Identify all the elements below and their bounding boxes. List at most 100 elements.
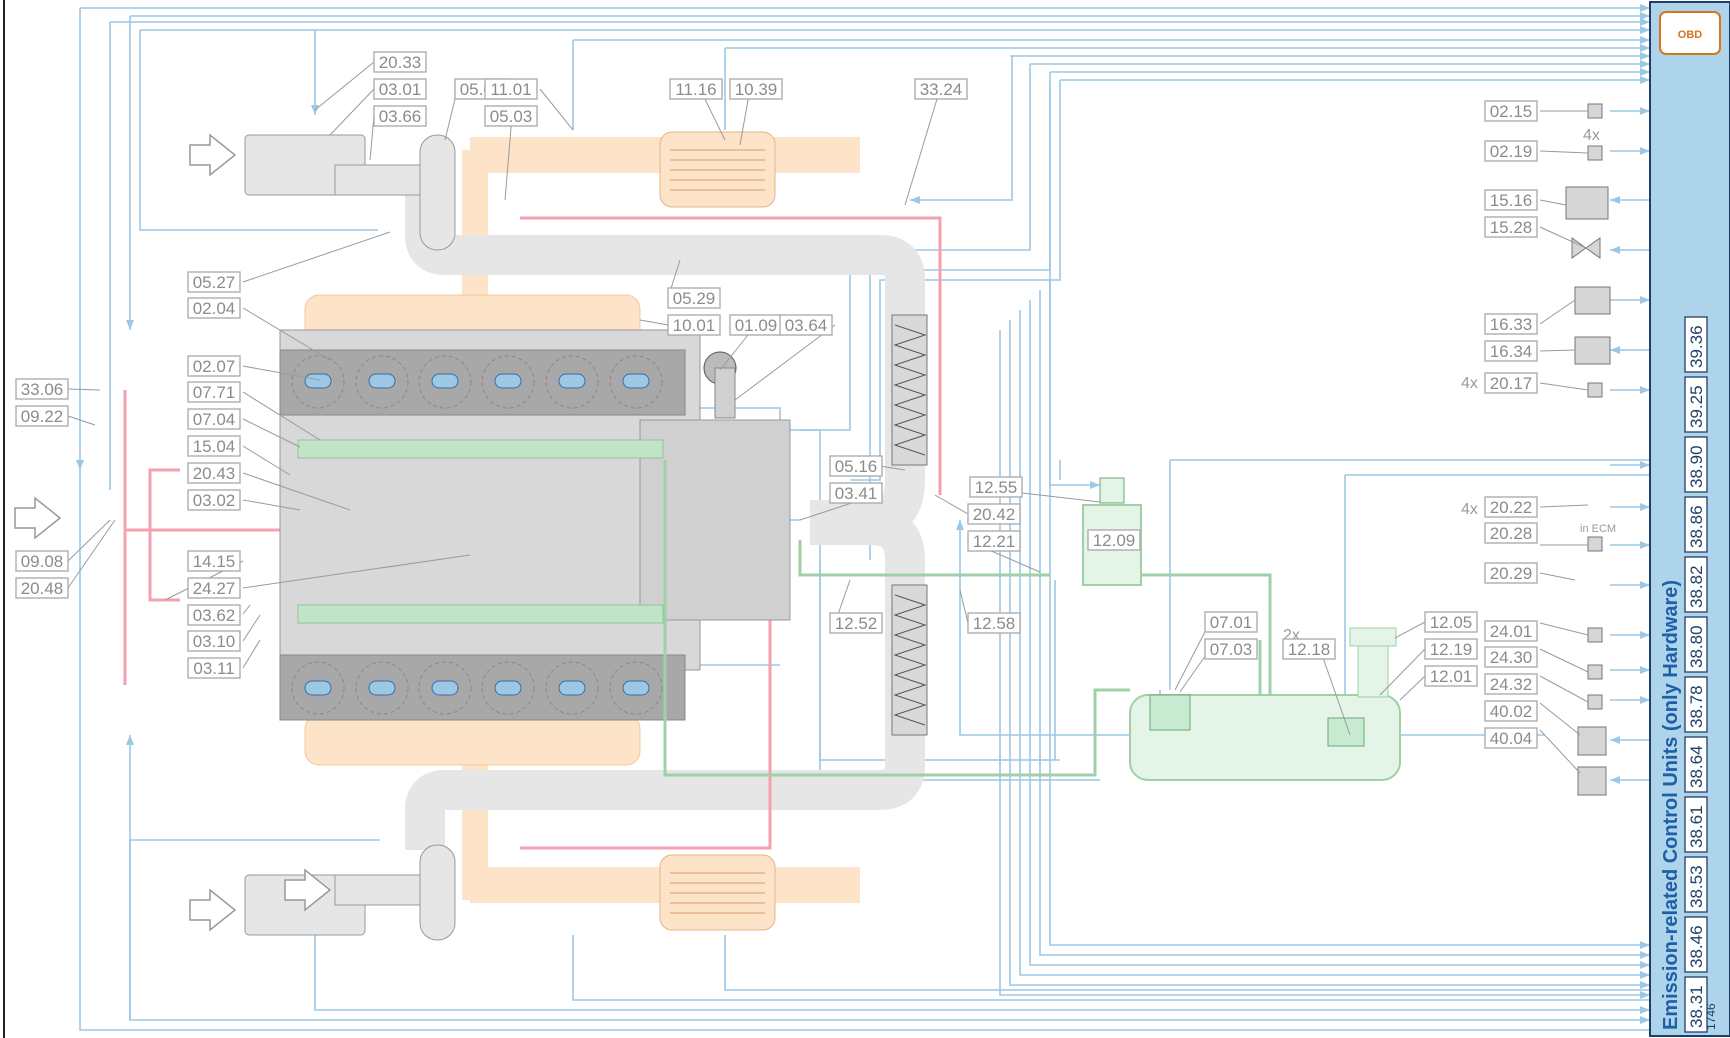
component-label: 03.62 (187, 604, 241, 626)
component-label: 03.02 (187, 489, 241, 511)
component-label: 05.29 (667, 287, 721, 309)
component-code: 15.28 (1490, 218, 1533, 237)
signal-arrowheads (76, 4, 1650, 1024)
component-code: 40.04 (1490, 729, 1533, 748)
component-code: 11.01 (490, 80, 531, 99)
component-label: 11.01 (484, 78, 538, 100)
component-code: 03.64 (785, 316, 828, 335)
component-label: 14.15 (187, 550, 241, 572)
component-code: 14.15 (193, 552, 236, 571)
ecu-code-box: 38.80 (1684, 616, 1708, 673)
component-code: 12.58 (973, 614, 1016, 633)
component-label: 20.28 (1484, 522, 1538, 544)
component-label: 40.04 (1484, 727, 1538, 749)
component-code: 12.52 (835, 614, 878, 633)
component-label: 12.52 (829, 612, 883, 634)
qty-note-4x: 4x (1583, 127, 1600, 144)
ecu-code-box: 38.31 (1684, 976, 1708, 1033)
component-label: 03.66 (373, 105, 427, 127)
ecu-code-box: 38.86 (1684, 496, 1708, 553)
component-code: 03.10 (193, 632, 236, 651)
component-label: 15.16 (1484, 189, 1538, 211)
ecu-code: 39.36 (1687, 325, 1706, 368)
component-code: 24.32 (1490, 675, 1533, 694)
component-label: 12.55 (969, 476, 1023, 498)
component-code: 02.04 (193, 299, 236, 318)
component-code: 10.39 (735, 80, 778, 99)
component-label: 03.11 (187, 657, 241, 679)
ecu-code-box: 38.53 (1684, 856, 1708, 913)
component-code: 07.04 (193, 410, 236, 429)
component-code: 20.42 (973, 505, 1016, 524)
ecu-code-box: 39.25 (1684, 376, 1708, 433)
component-code: 15.04 (193, 437, 236, 456)
component-code: 33.06 (21, 380, 64, 399)
component-code: 07.01 (1210, 613, 1253, 632)
component-label: 03.01 (373, 78, 427, 100)
ecu-panel: OBD Emission-related Control Units (only… (1649, 1, 1730, 1037)
component-code: 02.19 (1490, 142, 1533, 161)
component-label: 07.71 (187, 381, 241, 403)
right-sensor-icons (1565, 103, 1611, 796)
component-label: 40.02 (1484, 700, 1538, 722)
component-code: 20.43 (193, 464, 236, 483)
component-label: 03.10 (187, 630, 241, 652)
component-code: 20.48 (21, 579, 64, 598)
component-code: 16.34 (1490, 342, 1533, 361)
component-code: 12.05 (1430, 613, 1473, 632)
component-label: 02.04 (187, 297, 241, 319)
ecu-code: 38.46 (1687, 925, 1706, 968)
component-code: 07.71 (193, 383, 236, 402)
ecu-code: 38.80 (1687, 625, 1706, 668)
component-label: 10.39 (729, 78, 783, 100)
ecu-code-box: 39.36 (1684, 316, 1708, 373)
component-code: 02.07 (193, 357, 236, 376)
ecu-code: 38.64 (1687, 745, 1706, 788)
component-code: 10.01 (673, 316, 716, 335)
document-id: 1746 (1704, 1003, 1718, 1030)
component-label: 05.03 (484, 105, 538, 127)
component-label: 15.04 (187, 435, 241, 457)
component-code: 12.21 (973, 532, 1016, 551)
component-code: 03.66 (379, 107, 422, 126)
ecu-code-box: 38.61 (1684, 796, 1708, 853)
component-code: 15.16 (1490, 191, 1533, 210)
component-code: 09.08 (21, 552, 64, 571)
component-code: 12.18 (1288, 640, 1331, 659)
ecu-code-box: 38.82 (1684, 556, 1708, 613)
component-code: 20.22 (1490, 498, 1533, 517)
in-ecm-note: in ECM (1580, 523, 1616, 535)
component-code: 20.17 (1490, 374, 1533, 393)
component-label: 16.33 (1484, 313, 1538, 335)
component-label: 20.42 (967, 503, 1021, 525)
ecu-code-list: 38.3138.4638.5338.6138.6438.7838.8038.82… (1684, 316, 1708, 1033)
component-label: 12.58 (967, 612, 1021, 634)
component-label: 20.33 (373, 51, 427, 73)
component-code: 16.33 (1490, 315, 1533, 334)
ecu-code: 38.86 (1687, 505, 1706, 548)
component-label: 20.48 (15, 577, 69, 599)
radiators (891, 314, 928, 736)
ecu-code-box: 38.46 (1684, 916, 1708, 973)
component-label: 15.28 (1484, 216, 1538, 238)
component-label: 05.16 (829, 455, 883, 477)
component-label: 12.05 (1424, 611, 1478, 633)
component-label: 11.16 (669, 78, 723, 100)
component-code: 20.29 (1490, 564, 1533, 583)
ecu-code-box: 38.90 (1684, 436, 1708, 493)
component-code: 03.01 (379, 80, 422, 99)
component-label: 01.09 (729, 314, 783, 336)
component-label: 12.21 (967, 530, 1021, 552)
component-code: 12.01 (1430, 667, 1473, 686)
component-code: 12.55 (975, 478, 1018, 497)
component-label: 24.01 (1484, 620, 1538, 642)
component-label: 20.29 (1484, 562, 1538, 584)
component-code: 12.09 (1093, 531, 1136, 550)
component-label: 24.30 (1484, 646, 1538, 668)
component-code: 24.01 (1490, 622, 1533, 641)
component-label: 02.15 (1484, 100, 1538, 122)
component-label: 24.32 (1484, 673, 1538, 695)
component-code: 05.29 (673, 289, 716, 308)
component-label: 07.04 (187, 408, 241, 430)
